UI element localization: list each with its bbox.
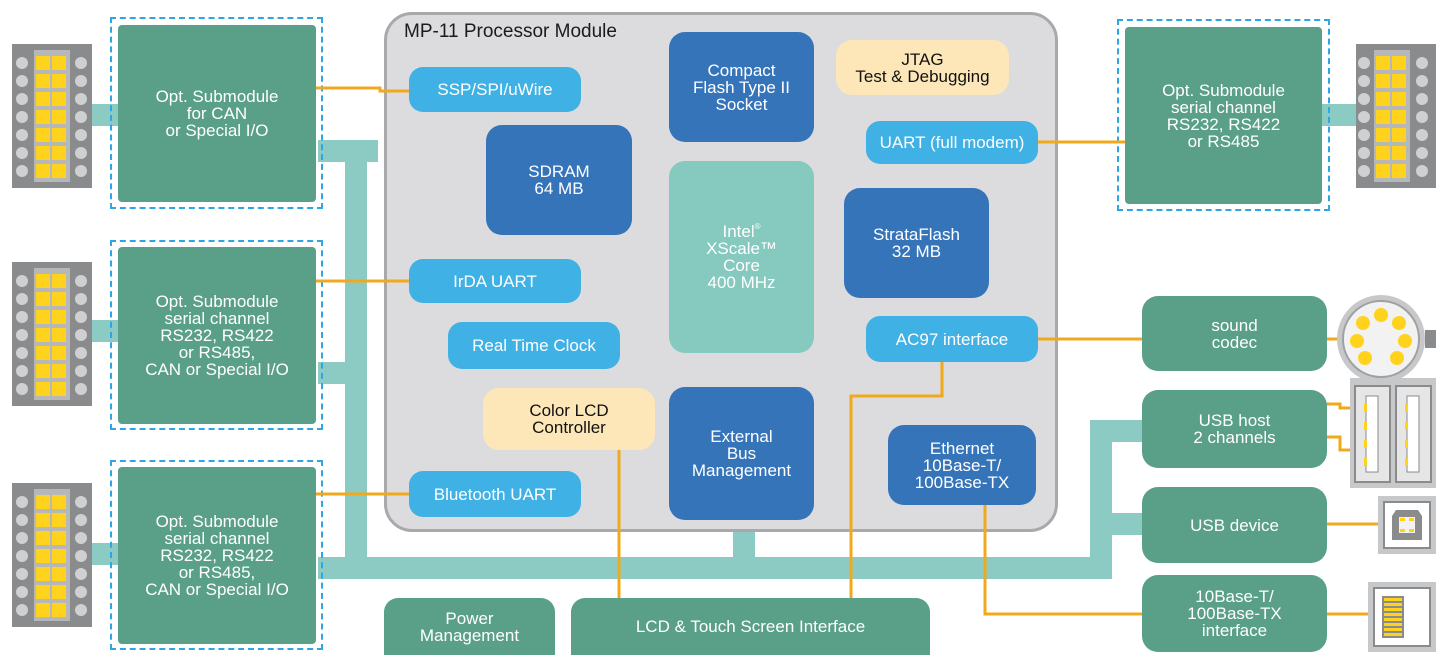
audio-din-connector <box>1337 295 1436 383</box>
power-management: Power Management <box>384 598 555 655</box>
cpu-brand-line: Intel® <box>722 222 761 241</box>
bus-usb-host-branch <box>1090 420 1142 442</box>
ssp-spi-uwire: SSP/SPI/uWire <box>409 67 581 112</box>
processor-module-title: MP-11 Processor Module <box>404 21 617 42</box>
usb-device: USB device <box>1142 487 1327 563</box>
cpu-brand: Intel <box>722 222 755 241</box>
jtag-debug: JTAG Test & Debugging <box>836 40 1009 95</box>
registered-mark: ® <box>754 222 761 231</box>
dashed-outline-can <box>110 17 323 209</box>
connector-stub-right-top <box>1320 104 1360 126</box>
bus-usb-dev-branch <box>1090 513 1142 535</box>
usb-host-connector <box>1350 378 1436 488</box>
line-ethernet-to-if <box>983 505 1145 616</box>
rj45-connector <box>1368 582 1436 652</box>
line-usb-host-a <box>1325 402 1357 410</box>
real-time-clock: Real Time Clock <box>448 322 620 369</box>
external-bus-management: External Bus Management <box>669 387 814 520</box>
ac97-interface: AC97 interface <box>866 316 1038 362</box>
compact-flash-socket: Compact Flash Type II Socket <box>669 32 814 142</box>
ethernet: Ethernet 10Base-T/ 100Base-TX <box>888 425 1036 505</box>
sound-codec: sound codec <box>1142 296 1327 371</box>
lcd-touch-screen-interface: LCD & Touch Screen Interface <box>571 598 930 655</box>
usb-device-connector <box>1378 496 1436 554</box>
line-ac97-to-lcd <box>849 360 944 603</box>
submodule-can: Opt. Submodule for CAN or Special I/O <box>118 25 316 202</box>
cpu-details: XScale™ Core 400 MHz <box>706 239 777 292</box>
submodule-serial-right: Opt. Submodule serial channel RS232, RS4… <box>1125 27 1322 204</box>
submodule-serial-mid: Opt. Submodule serial channel RS232, RS4… <box>118 247 316 424</box>
submodule-serial-bottom: Opt. Submodule serial channel RS232, RS4… <box>118 467 316 644</box>
color-lcd-controller: Color LCD Controller <box>483 388 655 450</box>
bus-top-branch <box>318 140 378 162</box>
bus-top-vertical-right <box>366 140 378 160</box>
terminal-block-left-top <box>12 44 92 188</box>
strataflash: StrataFlash 32 MB <box>844 188 989 298</box>
line-usb-host-b <box>1325 435 1357 452</box>
uart-full-modem: UART (full modem) <box>866 121 1038 164</box>
bluetooth-uart: Bluetooth UART <box>409 471 581 517</box>
bus-usb-vertical <box>1090 420 1112 579</box>
bus-trunk-vertical <box>345 140 367 575</box>
dashed-outline-serial-mid <box>110 240 323 430</box>
sdram: SDRAM 64 MB <box>486 125 632 235</box>
usb-host: USB host 2 channels <box>1142 390 1327 468</box>
dashed-outline-serial-right <box>1117 19 1330 211</box>
bus-main-horizontal <box>345 557 1112 579</box>
bus-bottom-stub <box>318 557 348 579</box>
bus-mid-branch <box>318 362 348 384</box>
intel-xscale-core: Intel® XScale™ Core 400 MHz <box>669 161 814 353</box>
line-ssp <box>316 86 414 93</box>
terminal-block-left-mid <box>12 262 92 406</box>
dashed-outline-serial-bottom <box>110 460 323 650</box>
irda-uart: IrDA UART <box>409 259 581 303</box>
ethernet-interface: 10Base-T/ 100Base-TX interface <box>1142 575 1327 652</box>
terminal-block-right <box>1356 44 1436 188</box>
terminal-block-left-bottom <box>12 483 92 627</box>
